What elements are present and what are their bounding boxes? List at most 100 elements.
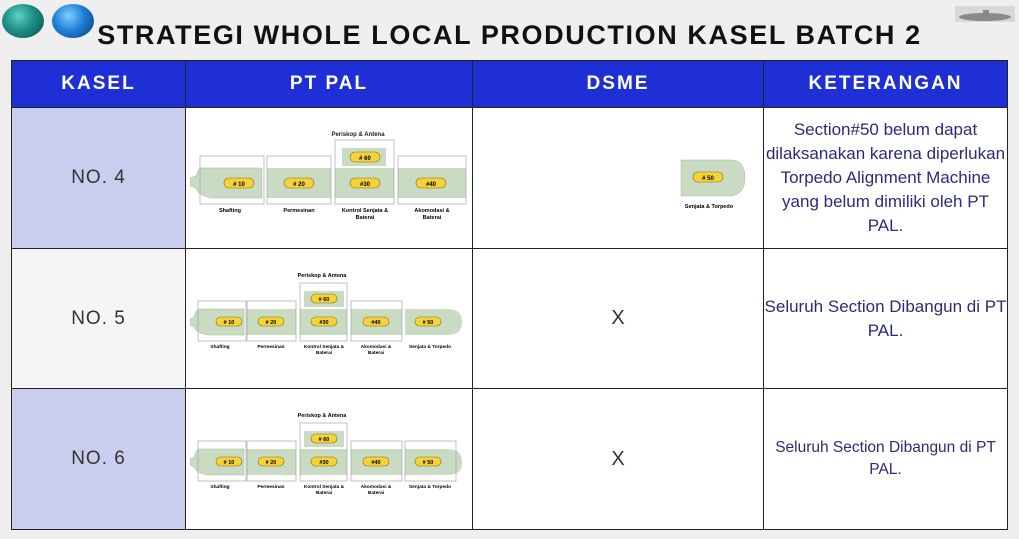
section-tag <box>223 177 255 189</box>
section-label: Baterai <box>423 215 442 221</box>
section-label: Kontrol Senjata & <box>304 484 345 490</box>
section-tag-text: #30 <box>319 320 328 326</box>
section-label: Shafting <box>219 208 241 214</box>
section-tag <box>310 293 338 303</box>
section-tag-text: # 60 <box>319 437 330 443</box>
pt-pal-diagram-cell: Periskop & Antena # 10 # 20 <box>185 388 473 530</box>
frame <box>246 300 297 341</box>
table-row: NO. 6 Periskop & Antena # 10 <box>11 388 1008 530</box>
kasel-cell: NO. 6 <box>11 388 186 530</box>
section-tag-text: #30 <box>360 182 371 188</box>
header-pt-pal: PT PAL <box>185 60 473 108</box>
frame <box>197 440 247 482</box>
section-tag <box>414 316 442 326</box>
section-tag-text: # 10 <box>224 460 235 466</box>
frame <box>404 440 457 482</box>
dsme-cell: X <box>472 248 764 389</box>
section-tag <box>362 456 390 467</box>
section-label: Permesinan <box>257 344 284 350</box>
section-tag <box>283 177 315 189</box>
section-label: Baterai <box>356 215 375 221</box>
frame <box>350 300 403 341</box>
section-tag-text: #30 <box>319 460 328 466</box>
keterangan-cell: Section#50 belum dapat dilaksanakan kare… <box>763 107 1008 249</box>
section-label: Permesinan <box>283 208 315 214</box>
section-tag <box>310 433 338 444</box>
section-label: Permesinan <box>257 484 284 490</box>
x-mark: X <box>611 307 625 329</box>
section-tag-text: # 50 <box>702 176 714 182</box>
dsme-section-50-diagram: # 50 Senjata & Torpedo <box>680 159 746 210</box>
kasel-cell: NO. 5 <box>11 248 186 389</box>
section-label: Baterai <box>368 350 384 356</box>
section-tag-text: # 20 <box>266 320 277 326</box>
x-mark: X <box>611 447 625 470</box>
diagram-top-label: Periskop & Antena <box>298 413 348 419</box>
frame <box>266 155 332 205</box>
frame <box>397 155 467 205</box>
submarine-sections-diagram: Periskop & Antena # 10 # 20 <box>190 273 462 356</box>
section-tag <box>257 456 285 467</box>
section-tag-text: #40 <box>371 320 380 326</box>
section-tag <box>257 316 285 326</box>
frame <box>299 422 348 482</box>
section-tag-text: # 60 <box>359 156 371 162</box>
section-label: Shafting <box>210 344 229 350</box>
dsme-cell: X <box>472 388 764 530</box>
section-label: Shafting <box>210 484 229 490</box>
section-tag-text: # 10 <box>233 182 245 188</box>
header-kasel: KASEL <box>11 60 186 108</box>
section-label: Baterai <box>316 350 332 356</box>
diagram-top-label: Periskop & Antena <box>298 273 348 279</box>
section-tag-text: #40 <box>371 460 380 466</box>
keterangan-cell: Seluruh Section Dibangun di PT PAL. <box>763 248 1008 389</box>
section-label: Senjata & Torpedo <box>409 344 451 350</box>
section-tag <box>692 171 724 183</box>
section-tag <box>215 456 243 467</box>
section-tag-text: #40 <box>426 182 437 188</box>
keterangan-cell: Seluruh Section Dibangun di PT PAL. <box>763 388 1008 530</box>
table-row: NO. 5 Periskop & Antena # 10 <box>11 248 1008 389</box>
header-dsme: DSME <box>472 60 764 108</box>
section-tag <box>349 177 381 189</box>
submarine-icon <box>955 6 1015 22</box>
frame <box>246 440 297 482</box>
strategy-table: KASEL PT PAL DSME KETERANGAN NO. 4 Peris… <box>11 60 1008 530</box>
frame <box>334 139 395 205</box>
section-tag <box>414 456 442 467</box>
section-tag-text: # 50 <box>423 460 434 466</box>
pt-pal-diagram-cell: Periskop & Antena # 10 # 20 <box>185 248 473 389</box>
logo-blue-circle <box>52 4 94 38</box>
section-label: Senjata & Torpedo <box>685 204 734 210</box>
section-tag <box>310 316 338 326</box>
section-tag <box>349 151 381 163</box>
section-label: Akomodasi & <box>414 208 449 214</box>
submarine-sections-diagram: Periskop & Antena # 10 # 2 <box>190 132 467 221</box>
section-label: Baterai <box>316 490 332 496</box>
section-tag <box>215 316 243 326</box>
section-label: Akomodasi & <box>361 344 392 350</box>
section-tag <box>362 316 390 326</box>
section-tag-text: # 10 <box>224 320 235 326</box>
pt-pal-diagram-cell: Periskop & Antena # 10 # 2 <box>185 107 473 249</box>
frame <box>197 300 247 341</box>
diagram-top-label: Periskop & Antena <box>331 132 385 138</box>
section-label: Senjata & Torpedo <box>409 484 451 490</box>
table-header-row: KASEL PT PAL DSME KETERANGAN <box>11 60 1008 108</box>
section-label: Akomodasi & <box>361 484 392 490</box>
section-tag-text: # 20 <box>266 460 277 466</box>
frame <box>199 155 265 205</box>
page-title: STRATEGI WHOLE LOCAL PRODUCTION KASEL BA… <box>97 20 922 50</box>
section-label: Kontrol Senjata & <box>304 344 345 350</box>
frame <box>299 282 348 341</box>
submarine-sections-diagram: Periskop & Antena # 10 # 20 <box>190 413 462 496</box>
section-label: Kontrol Senjata & <box>342 208 388 214</box>
frame <box>350 440 403 482</box>
section-tag <box>415 177 447 189</box>
section-tag-text: # 50 <box>423 320 434 326</box>
section-label: Baterai <box>368 490 384 496</box>
logo-teal-circle <box>2 4 44 38</box>
header-keterangan: KETERANGAN <box>763 60 1008 108</box>
section-tag-text: # 20 <box>293 182 305 188</box>
dsme-cell: # 50 Senjata & Torpedo <box>472 107 764 249</box>
